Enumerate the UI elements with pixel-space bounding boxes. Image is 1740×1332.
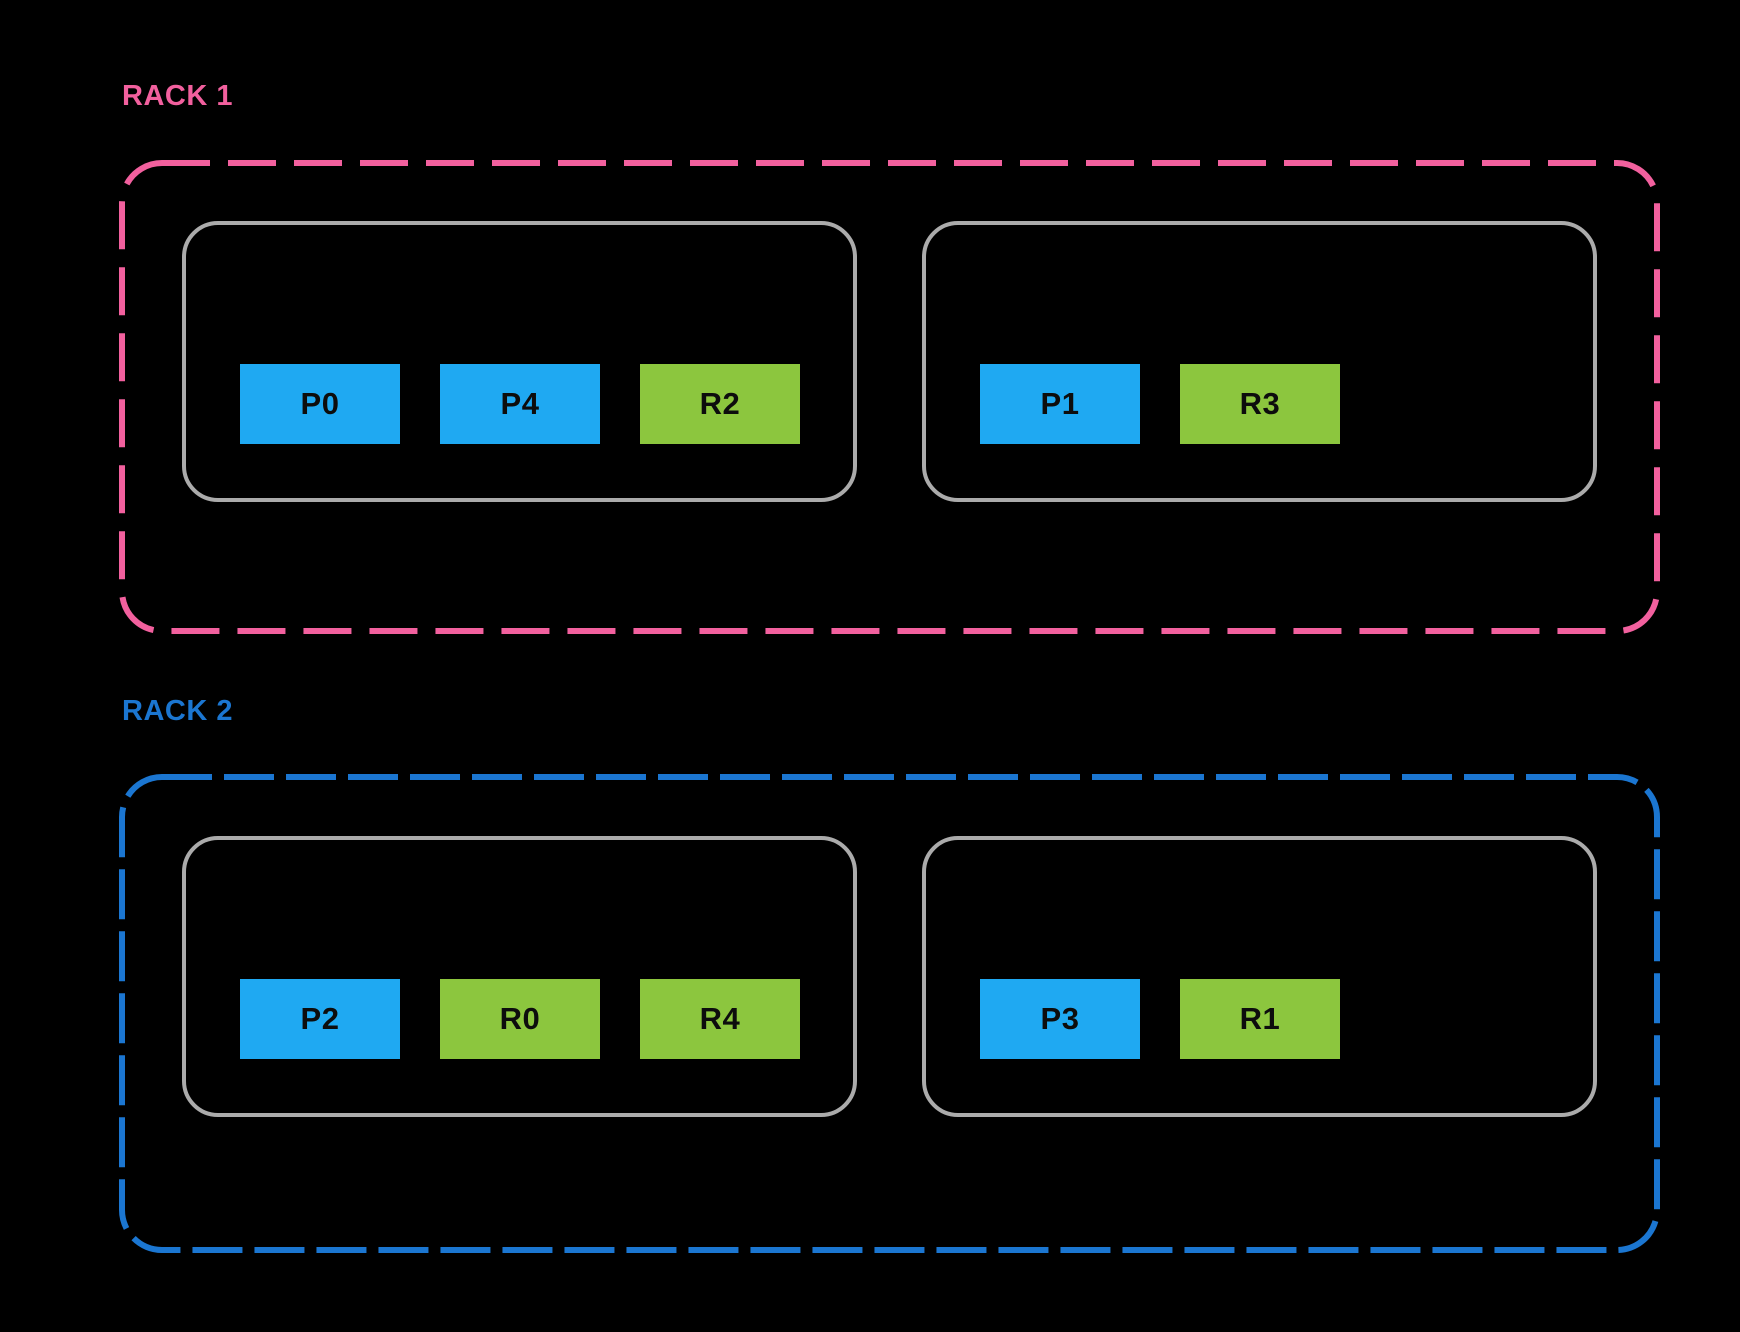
replica-slot-R4: R4	[640, 979, 800, 1059]
primary-slot-P2: P2	[240, 979, 400, 1059]
primary-slot-P4: P4	[440, 364, 600, 444]
rack-2-host-2: P3 R1	[922, 836, 1597, 1117]
replica-slot-R0: R0	[440, 979, 600, 1059]
replica-slot-R1: R1	[1180, 979, 1340, 1059]
primary-slot-P1: P1	[980, 364, 1140, 444]
replica-slot-R3: R3	[1180, 364, 1340, 444]
rack-2-dashed-outline	[119, 774, 1660, 1253]
rack-1-dashed-outline	[119, 160, 1660, 634]
rack-2-boundary	[119, 774, 1660, 1253]
rack-1-boundary	[119, 160, 1660, 634]
rack-2-host-1: P2 R0 R4	[182, 836, 857, 1117]
rack-1-host-2: P1 R3	[922, 221, 1597, 502]
rack-1-host-1: P0 P4 R2	[182, 221, 857, 502]
rack-1-label: RACK 1	[122, 80, 233, 112]
replica-slot-R2: R2	[640, 364, 800, 444]
rack-2-label: RACK 2	[122, 695, 233, 727]
primary-slot-P0: P0	[240, 364, 400, 444]
primary-slot-P3: P3	[980, 979, 1140, 1059]
